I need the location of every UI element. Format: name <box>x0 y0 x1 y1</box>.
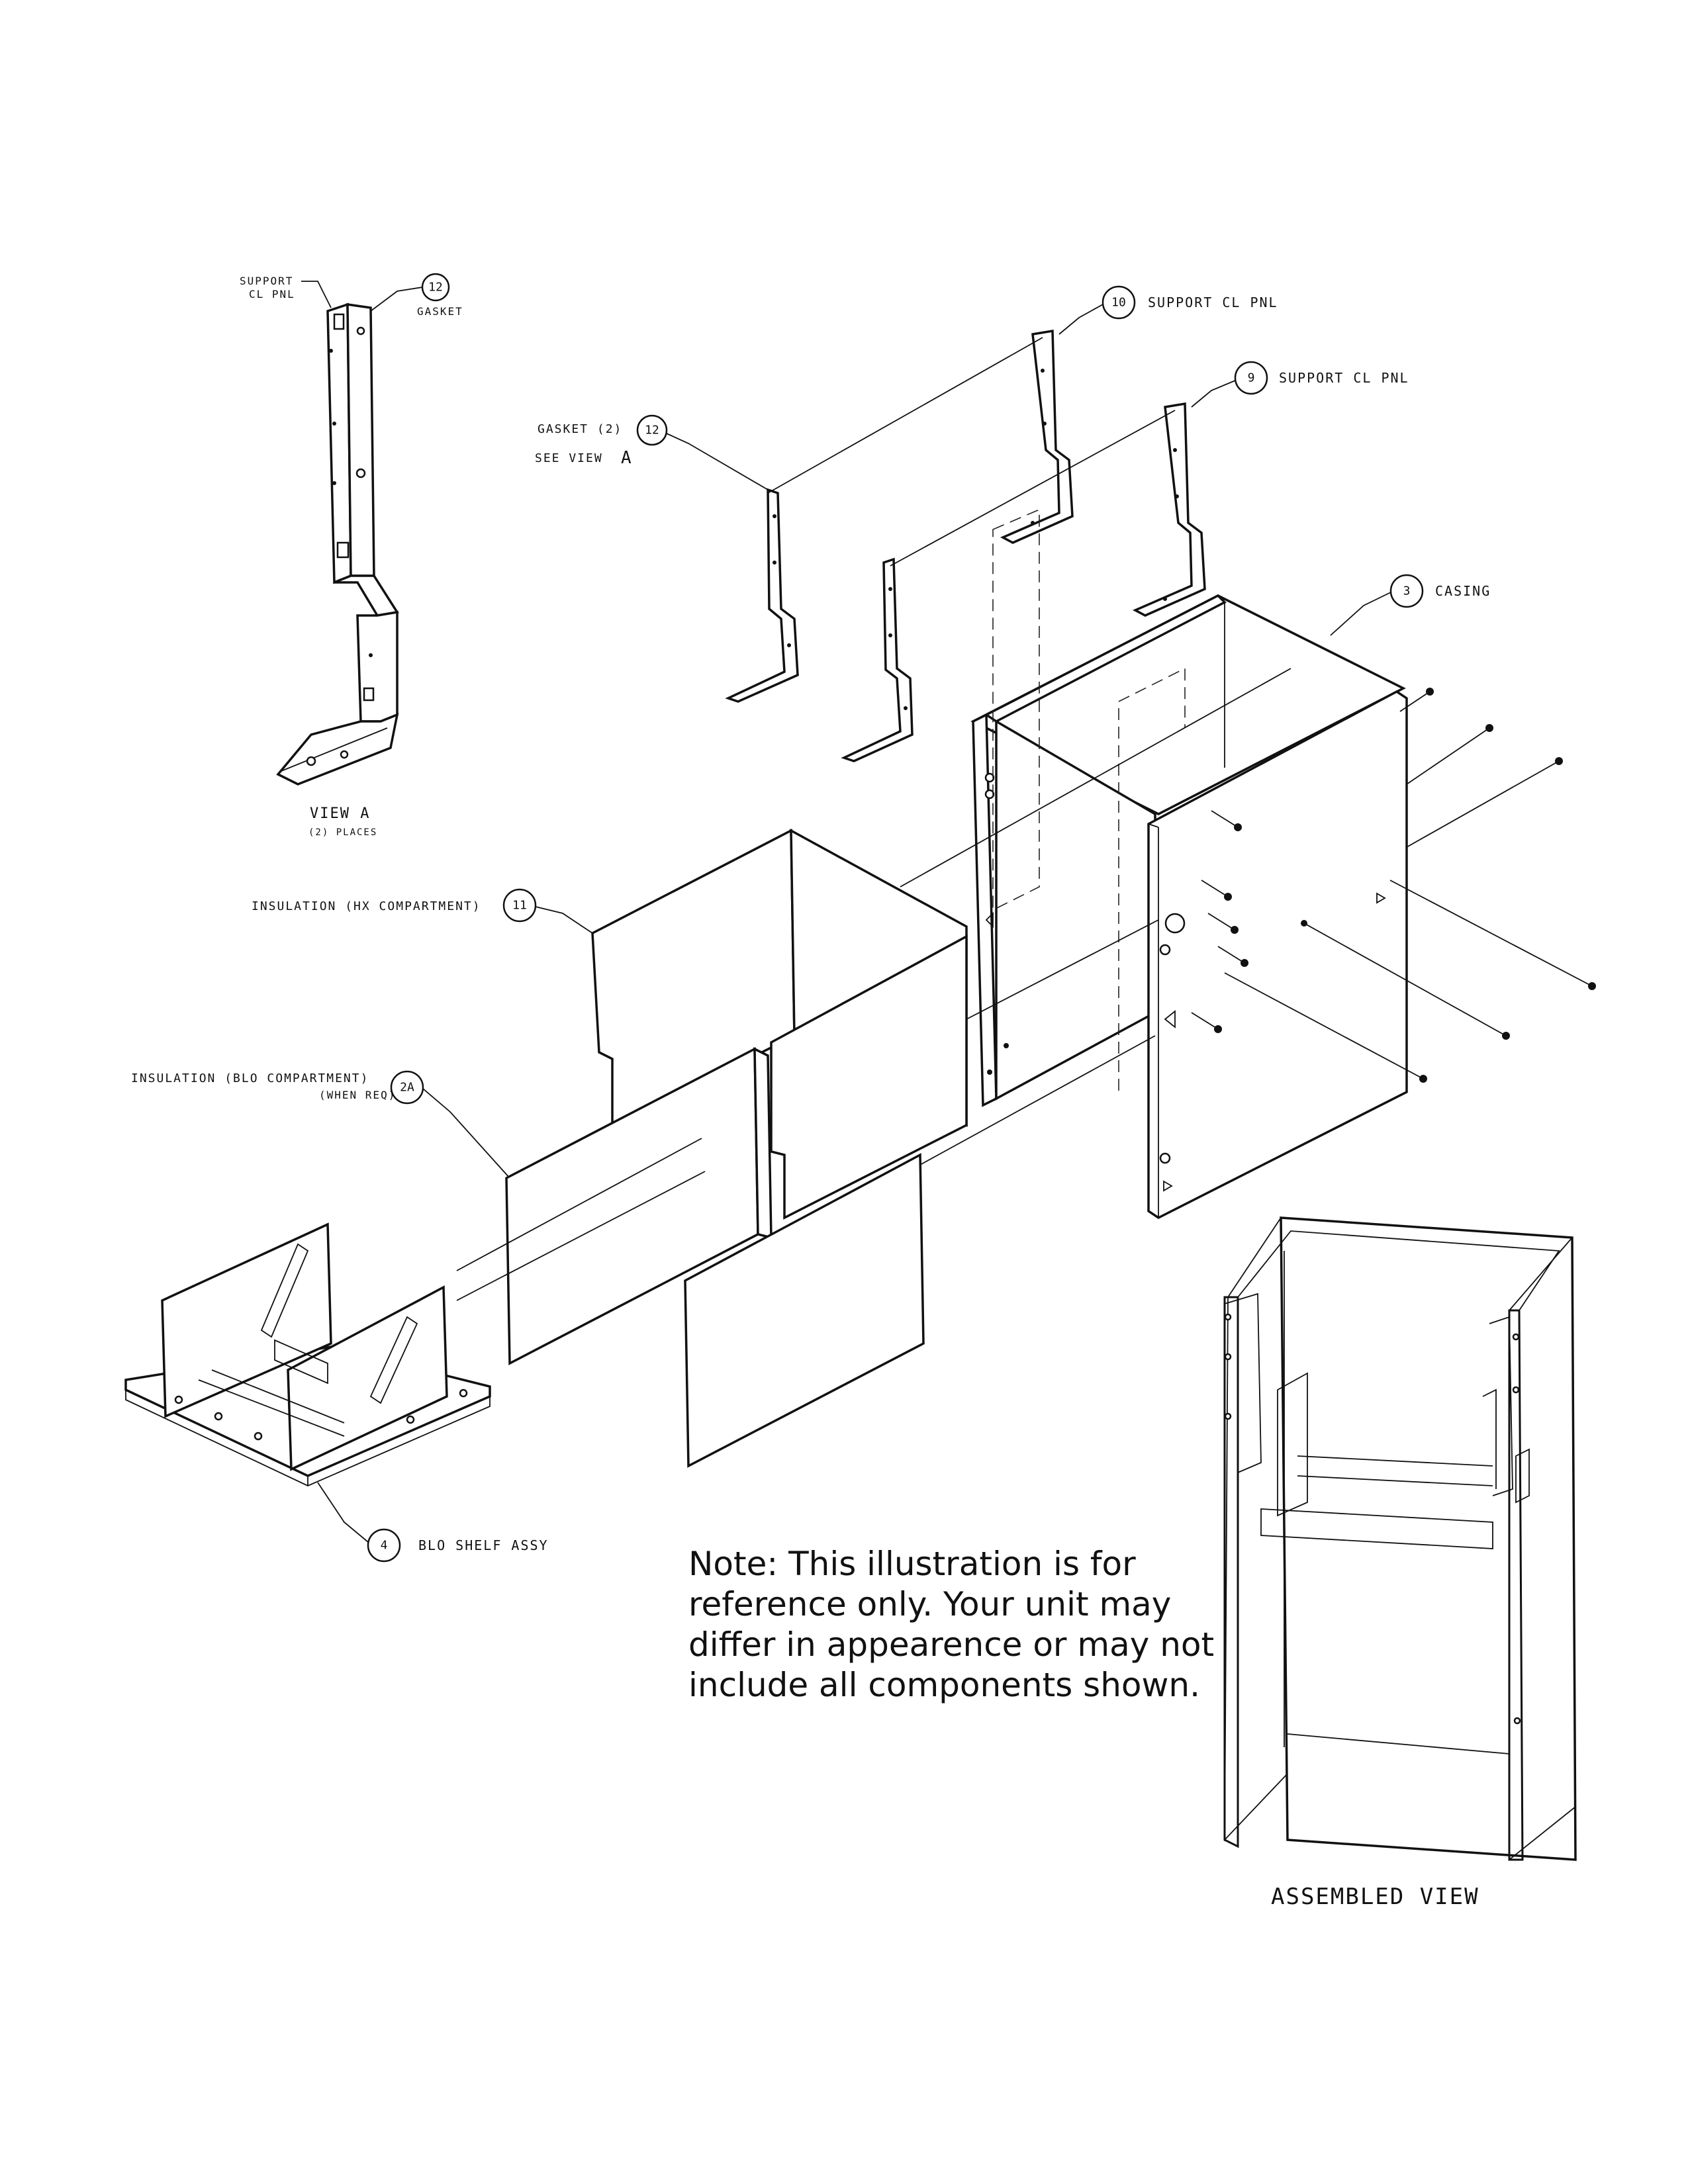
blo-shelf-part: 4 BLO SHELF ASSY <box>124 1171 706 1563</box>
see-view-letter: A <box>621 448 633 468</box>
casing-label: CASING <box>1435 583 1491 599</box>
gasket-part: GASKET (2) SEE VIEW A 12 <box>535 414 914 762</box>
assembled-view: ASSEMBLED VIEW <box>1223 1216 1577 1910</box>
casing-callout-number: 3 <box>1403 584 1411 598</box>
support-9-label: SUPPORT CL PNL <box>1279 370 1409 386</box>
blo-shelf-label: BLO SHELF ASSY <box>418 1537 549 1553</box>
insulation-hx-callout-number: 11 <box>512 899 527 913</box>
support-cl-pnl-9: 9 SUPPORT CL PNL <box>890 361 1409 617</box>
view-a-gasket-label: GASKET <box>417 305 463 318</box>
assembled-view-label: ASSEMBLED VIEW <box>1271 1884 1479 1910</box>
view-a-cl-pnl-label: CL PNL <box>249 288 295 300</box>
view-a-places: (2) PLACES <box>308 827 377 838</box>
insulation-blo-part: INSULATION (BLO COMPARTMENT) (WHEN REQ) … <box>131 1035 1156 1468</box>
gasket-label: GASKET (2) <box>538 422 622 436</box>
casing-part: 3 CASING <box>970 508 1596 1220</box>
support-10-callout-number: 10 <box>1111 296 1126 310</box>
view-a-callout-number: 12 <box>428 281 443 295</box>
blo-shelf-callout-number: 4 <box>381 1539 388 1553</box>
insulation-hx-callout-circle <box>502 888 537 923</box>
insulation-blo-callout-number: 2A <box>400 1081 414 1095</box>
insulation-blo-callout-circle <box>390 1070 424 1105</box>
support-9-callout-number: 9 <box>1248 371 1255 385</box>
gasket-callout-number: 12 <box>645 424 659 437</box>
casing-callout-circle <box>1389 574 1424 608</box>
note-line-1: Note: This illustration is for <box>688 1545 1136 1583</box>
view-a-detail: SUPPORT CL PNL 12 GASKET VIEW A (2) PLAC… <box>240 273 463 838</box>
note-line-3: differ in appearence or may not <box>688 1625 1214 1664</box>
note-line-2: reference only. Your unit may <box>688 1585 1171 1623</box>
note-line-4: include all components shown. <box>688 1666 1200 1704</box>
insulation-blo-when-label: (WHEN REQ) <box>319 1089 396 1101</box>
see-view-label: SEE VIEW <box>535 451 603 465</box>
reference-note: Note: This illustration is for reference… <box>688 1545 1214 1704</box>
support-10-label: SUPPORT CL PNL <box>1148 295 1278 310</box>
insulation-blo-label: INSULATION (BLO COMPARTMENT) <box>131 1071 369 1085</box>
view-a-support-label: SUPPORT <box>240 275 293 287</box>
support-9-callout-circle <box>1234 361 1268 395</box>
support-10-callout-circle <box>1102 285 1136 320</box>
support-cl-pnl-10: 10 SUPPORT CL PNL <box>767 285 1278 544</box>
gasket-callout-circle <box>636 414 668 446</box>
view-a-title: VIEW A <box>310 805 370 822</box>
insulation-hx-label: INSULATION (HX COMPARTMENT) <box>252 899 481 913</box>
blo-shelf-callout-circle <box>367 1528 401 1563</box>
